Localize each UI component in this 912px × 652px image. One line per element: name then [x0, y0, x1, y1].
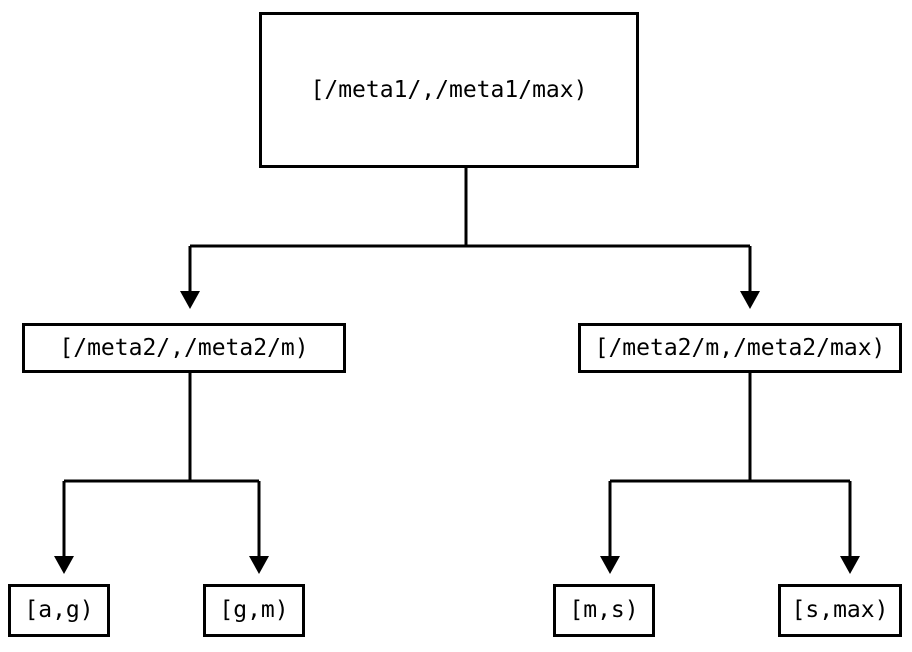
arrowhead-to-leaf-2 [249, 556, 269, 574]
node-mid-right[interactable]: [/meta2/m,/meta2/max) [578, 323, 902, 373]
arrowhead-to-leaf-3 [600, 556, 620, 574]
arrowhead-to-leaf-1 [54, 556, 74, 574]
node-leaf-4[interactable]: [s,max) [778, 584, 902, 637]
node-mid-right-label: [/meta2/m,/meta2/max) [594, 334, 886, 361]
node-leaf-2-label: [g,m) [219, 597, 289, 623]
node-leaf-3-label: [m,s) [569, 597, 639, 623]
node-mid-left-label: [/meta2/,/meta2/m) [59, 334, 309, 361]
node-leaf-1[interactable]: [a,g) [8, 584, 110, 637]
node-leaf-4-label: [s,max) [791, 597, 889, 623]
arrowhead-to-mid-left [180, 291, 200, 309]
node-mid-left[interactable]: [/meta2/,/meta2/m) [22, 323, 346, 373]
arrowhead-to-mid-right [740, 291, 760, 309]
node-root[interactable]: [/meta1/,/meta1/max) [259, 12, 639, 168]
node-leaf-2[interactable]: [g,m) [203, 584, 305, 637]
arrowhead-to-leaf-4 [840, 556, 860, 574]
node-root-label: [/meta1/,/meta1/max) [310, 76, 588, 103]
node-leaf-1-label: [a,g) [24, 597, 94, 623]
node-leaf-3[interactable]: [m,s) [553, 584, 655, 637]
